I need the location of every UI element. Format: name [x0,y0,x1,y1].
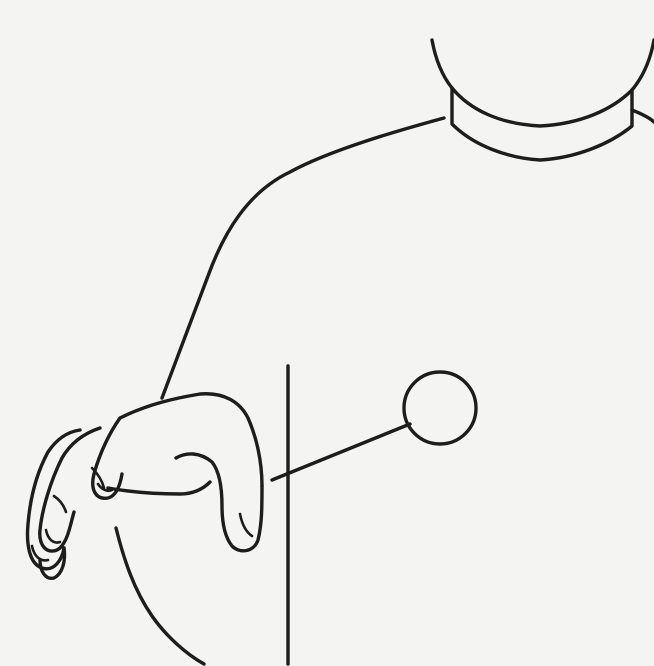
sign-illustration [0,0,654,666]
sign-illustration-svg [0,0,654,666]
paper-background [0,0,654,666]
